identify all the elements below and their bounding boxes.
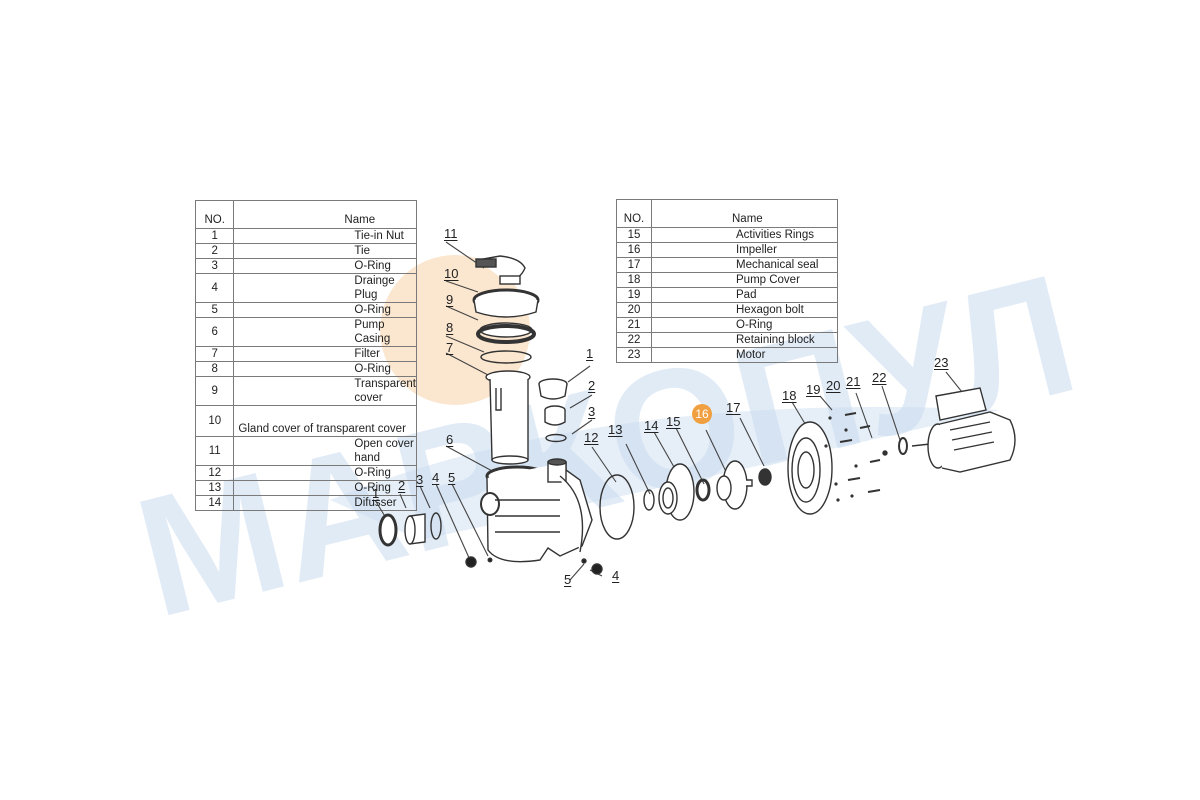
callout-6: 6 <box>446 432 454 447</box>
callout-20: 20 <box>826 378 841 393</box>
part-no: 22 <box>616 332 652 348</box>
callout-15: 15 <box>666 414 681 429</box>
part-pads <box>824 416 858 502</box>
part-no: 16 <box>616 242 652 258</box>
header-no: NO. <box>616 199 652 228</box>
callout-19: 19 <box>806 382 821 397</box>
part-no: 11 <box>194 436 235 466</box>
part-hexagon-bolts <box>839 412 881 493</box>
callout-4-left: 4 <box>432 470 440 485</box>
part-o-ring-5-left <box>487 557 493 563</box>
part-no: 9 <box>194 376 235 406</box>
part-no: 14 <box>194 495 235 511</box>
callout-9: 9 <box>446 292 454 307</box>
part-name: Drainge Plug <box>233 273 417 303</box>
callout-21: 21 <box>846 374 861 389</box>
callout-2-top: 2 <box>588 378 596 393</box>
part-tie-in-nut-top <box>538 378 568 400</box>
part-transparent-cover <box>476 322 536 344</box>
part-name: Difusser <box>233 495 417 511</box>
part-retaining-block <box>898 437 908 455</box>
part-o-ring-8 <box>480 350 532 364</box>
callout-23: 23 <box>934 355 949 370</box>
callout-22: 22 <box>872 370 887 385</box>
header-name: Name <box>651 199 838 228</box>
callout-7: 7 <box>446 340 454 355</box>
part-activities-ring <box>695 478 711 502</box>
part-no: 1 <box>194 228 235 244</box>
part-name: Pump Casing <box>233 317 417 347</box>
callout-10: 10 <box>444 266 459 281</box>
part-drain-plug-bottom <box>591 563 603 575</box>
callout-8: 8 <box>446 320 454 335</box>
callout-13: 13 <box>608 422 623 437</box>
part-open-cover-handle <box>475 255 526 285</box>
part-impeller <box>716 460 753 510</box>
part-pump-casing <box>480 458 593 563</box>
part-diffuser <box>658 463 695 521</box>
callout-1-left: 1 <box>372 486 380 501</box>
callout-12: 12 <box>584 430 599 445</box>
table-header-row: NO. Name <box>616 199 838 228</box>
part-pump-cover <box>787 421 833 515</box>
part-name: Transparent cover <box>233 376 417 406</box>
part-name: Open cover hand <box>233 436 417 466</box>
callout-18: 18 <box>782 388 797 403</box>
part-o-ring-21 <box>882 450 888 456</box>
part-o-ring-12 <box>599 474 635 540</box>
callout-3-top: 3 <box>588 404 596 419</box>
part-drain-plug-left <box>465 556 477 568</box>
part-tie-left <box>404 513 426 545</box>
part-gland-cover <box>472 288 540 318</box>
part-o-ring-13 <box>643 489 655 511</box>
part-no: 6 <box>194 317 235 347</box>
part-motor <box>911 387 1016 473</box>
part-o-ring-5-bottom <box>581 558 587 564</box>
part-o-ring-left <box>430 512 442 540</box>
callout-3-left: 3 <box>416 472 424 487</box>
callout-5-left: 5 <box>448 470 456 485</box>
part-o-ring-top <box>545 433 567 443</box>
callout-4-bottom: 4 <box>612 568 620 583</box>
callout-17: 17 <box>726 400 741 415</box>
part-tie-in-nut-left <box>378 513 398 547</box>
part-filter <box>485 370 531 465</box>
callout-2-left: 2 <box>398 478 406 493</box>
part-name: Pump Cover <box>651 272 838 288</box>
highlight-16: 16 <box>692 404 712 424</box>
part-no: 10 <box>194 405 235 437</box>
callout-1-top: 1 <box>586 346 594 361</box>
callout-5-bottom: 5 <box>564 572 572 587</box>
part-name: Motor <box>651 347 838 363</box>
part-tie-top <box>544 405 566 426</box>
part-no: 12 <box>194 465 235 481</box>
leader-lines <box>374 241 963 581</box>
callout-11: 11 <box>444 226 458 241</box>
part-mechanical-seal <box>758 468 772 486</box>
header-no: NO. <box>194 200 235 229</box>
callout-14: 14 <box>644 418 659 433</box>
part-no: 4 <box>194 273 235 303</box>
